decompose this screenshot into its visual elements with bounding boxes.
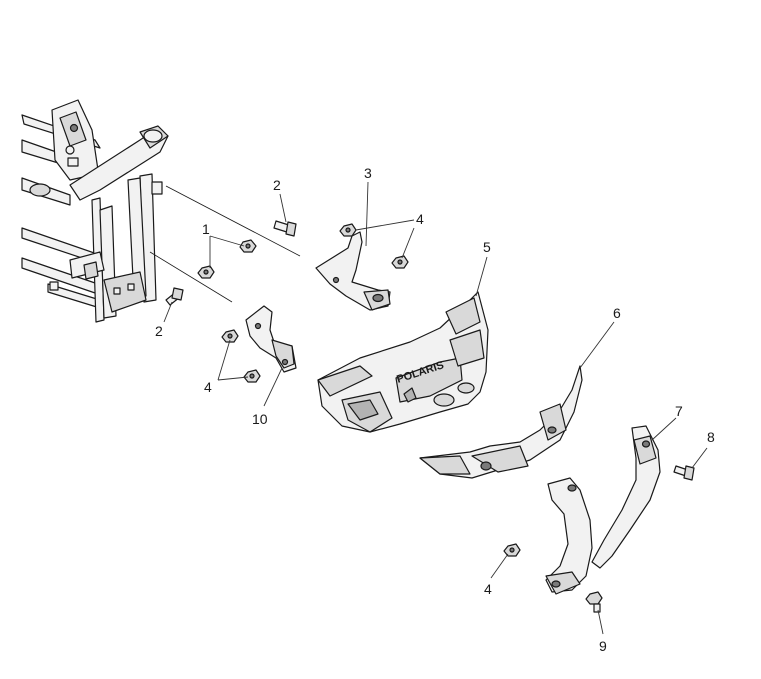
callout-labels: 1 2 2 3 4 4 4 5 6 7 8 9 10 [155,165,715,654]
callout-8: 8 [707,429,715,445]
nut-4-left [221,329,261,383]
callout-7: 7 [675,403,683,419]
bracket-3 [315,231,391,311]
callout-10: 10 [252,411,268,427]
nut-4-lower [503,543,521,557]
callout-3: 3 [364,165,372,181]
callout-1: 1 [202,221,210,237]
bracket-10 [245,305,297,373]
bolt-8 [673,465,695,481]
callout-leaders [163,181,708,635]
callout-9: 9 [599,638,607,654]
trim-panel-7 [545,425,661,595]
callout-6: 6 [613,305,621,321]
callout-5: 5 [483,239,491,255]
callout-2-upper: 2 [273,177,281,193]
callout-2-lower: 2 [155,323,163,339]
nut-1 [197,239,257,279]
callout-4-upper: 4 [416,211,424,227]
vehicle-frame [21,99,169,323]
bolt-2-upper [273,220,297,237]
bolt-2-lower [165,287,184,306]
front-bumper-5: POLARIS [317,291,489,433]
callout-4-left: 4 [204,379,212,395]
trim-panel-6 [419,365,583,479]
bolt-9 [585,591,603,613]
assembly-guide-lines [149,185,301,303]
callout-4-lower: 4 [484,581,492,597]
